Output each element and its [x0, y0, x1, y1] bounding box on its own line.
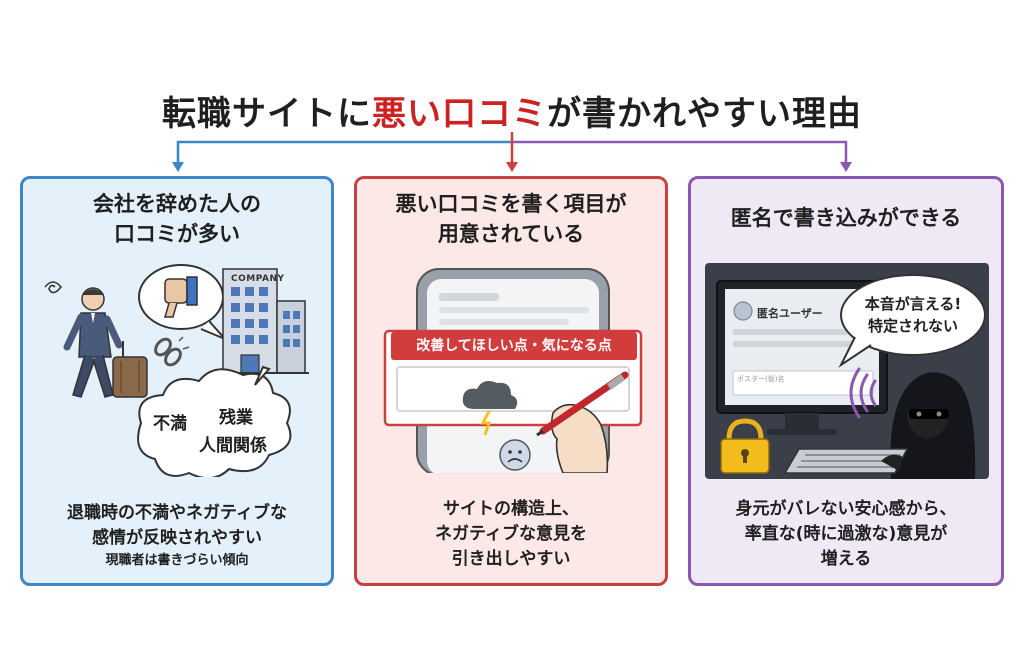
panel-review-form: 悪い口コミを書く項目が 用意されている 改善してほしい点・気になる点	[354, 176, 668, 586]
speech-bubble-text: 本音が言える! 特定されない	[851, 293, 975, 337]
panel-mid-desc-line3: 引き出しやすい	[451, 549, 571, 569]
thumbs-down-icon	[164, 278, 188, 304]
company-building-icon	[221, 268, 309, 374]
panel-mid-title-line1: 悪い口コミを書く項目が	[395, 192, 627, 216]
panel-left-title: 会社を辞めた人の 口コミが多い	[23, 189, 331, 249]
panel-former-employees: 会社を辞めた人の 口コミが多い	[20, 176, 334, 586]
panel-left-desc-note: 現職者は書きづらい傾向	[105, 553, 249, 568]
suitcase-icon	[112, 341, 148, 398]
screen-post-placeholder: ポスター(仮)名	[737, 375, 785, 383]
title-highlight: 悪い口コミ	[372, 94, 547, 134]
panel-right-description: 身元がバレない安心感から、 率直な(時に過激な)意見が 増える	[691, 497, 1001, 572]
panel-anonymous-posting: 匿名で書き込みができる	[688, 176, 1004, 586]
resigning-worker-illustration	[44, 264, 309, 477]
storm-cloud-icon	[462, 381, 518, 436]
panel-right-title: 匿名で書き込みができる	[730, 206, 962, 230]
speech-line-1: 本音が言える!	[864, 295, 962, 313]
panel-left-description: 退職時の不満やネガティブな 感情が反映されやすい 現職者は書きづらい傾向	[23, 501, 331, 571]
panel-left-title-line2: 口コミが多い	[114, 222, 240, 246]
panel-mid-title: 悪い口コミを書く項目が 用意されている	[357, 189, 665, 249]
panel-right-desc-line3: 増える	[820, 549, 872, 569]
panel-left-title-line1: 会社を辞めた人の	[93, 192, 261, 216]
company-sign: COMPANY	[231, 274, 285, 284]
panel-mid-desc-line1: サイトの構造上、	[443, 499, 579, 519]
connector-arrows	[172, 132, 852, 172]
title-text-after: が書かれやすい理由	[547, 94, 862, 134]
complaint-cloud	[137, 368, 292, 477]
connector-left	[176, 140, 512, 164]
speech-line-2: 特定されない	[867, 317, 958, 335]
businessman-figure	[63, 287, 123, 398]
thumbs-down-bubble	[138, 264, 226, 340]
sad-face-icon	[499, 439, 531, 471]
anonymous-user-illustration	[705, 263, 989, 479]
arrowhead-left	[172, 162, 184, 172]
panel-left-desc-line2: 感情が反映されやすい	[92, 528, 262, 548]
panel-mid-description: サイトの構造上、 ネガティブな意見を 引き出しやすい	[357, 497, 665, 572]
smartphone-review-illustration	[383, 268, 643, 473]
review-category-banner: 改善してほしい点・気になる点	[391, 332, 637, 360]
panel-left-desc-line1: 退職時の不満やネガティブな	[67, 503, 287, 523]
sound-wave-icon	[849, 367, 877, 419]
cloud-word-2: 残業	[219, 408, 253, 428]
connector-right	[512, 140, 848, 164]
arrowhead-right	[840, 162, 852, 172]
speech-bubble	[838, 274, 986, 368]
hooded-person-icon	[890, 372, 976, 479]
screen-username: 匿名ユーザー	[757, 307, 823, 320]
panel-right-desc-line2: 率直な(時に過激な)意見が	[744, 524, 948, 544]
broken-chain-icon	[154, 336, 190, 367]
title-text-before: 転職サイトに	[162, 94, 372, 134]
panel-mid-title-line2: 用意されている	[437, 222, 585, 246]
dizzy-swirl-icon	[44, 281, 63, 294]
cloud-word-3: 人間関係	[199, 436, 267, 456]
page-title: 転職サイトに悪い口コミが書かれやすい理由	[0, 86, 1024, 135]
arrowhead-middle	[506, 162, 518, 172]
user-avatar-icon	[733, 301, 753, 321]
panel-right-desc-line1: 身元がバレない安心感から、	[735, 499, 957, 519]
writing-hand-icon	[536, 371, 629, 473]
cloud-word-1: 不満	[153, 414, 187, 434]
panel-mid-desc-line2: ネガティブな意見を	[435, 524, 587, 544]
padlock-icon	[720, 418, 770, 474]
